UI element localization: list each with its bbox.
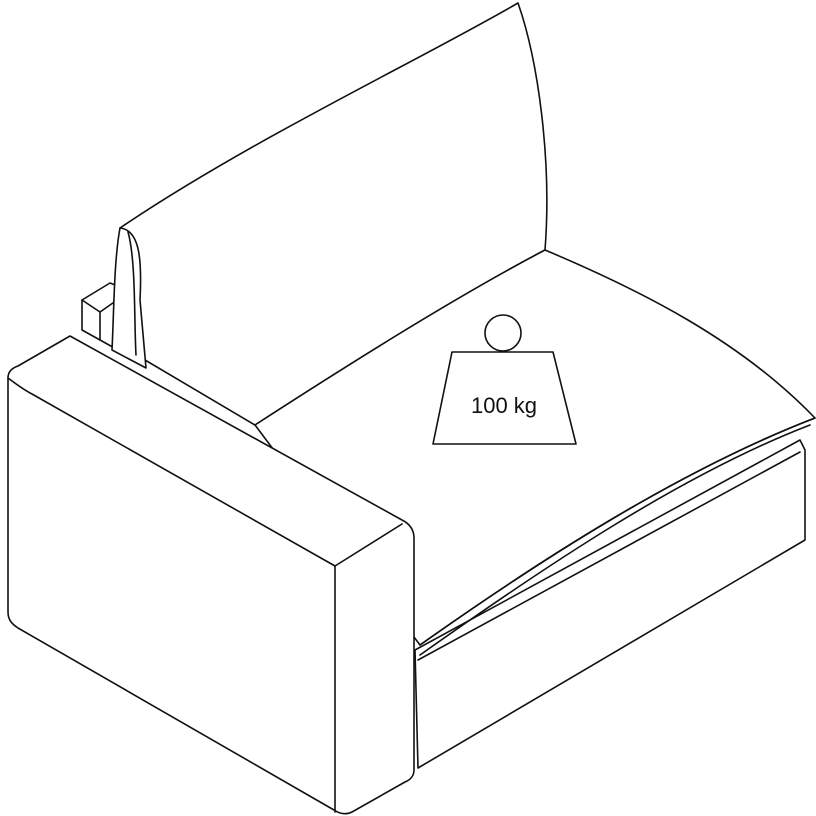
near-armrest (7, 335, 415, 815)
weight-icon: 100 kg (432, 314, 577, 445)
weight-label: 100 kg (471, 393, 537, 418)
backrest-cushion (111, 2, 548, 426)
seat-base (414, 439, 806, 769)
